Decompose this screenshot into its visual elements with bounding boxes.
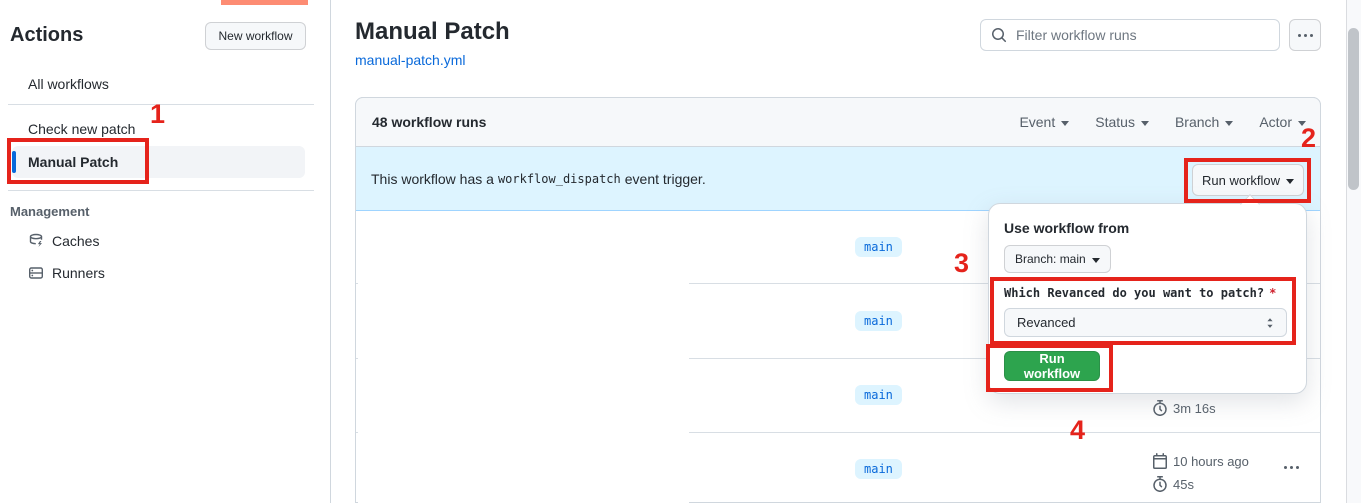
run-duration: 45s bbox=[1152, 476, 1194, 493]
filter-branch[interactable]: Branch bbox=[1175, 114, 1234, 130]
actions-tab-underline bbox=[221, 0, 308, 5]
page-title: Manual Patch bbox=[355, 18, 510, 45]
workflow-runs-count: 48 workflow runs bbox=[372, 114, 487, 130]
chevron-down-icon bbox=[1286, 178, 1295, 184]
branch-label[interactable]: main bbox=[855, 385, 902, 405]
sidebar-item-check-new-patch[interactable]: Check new patch bbox=[28, 121, 136, 137]
filter-event[interactable]: Event bbox=[1019, 114, 1070, 130]
annotation-rect-4 bbox=[986, 344, 1113, 392]
run-started-time: 10 hours ago bbox=[1152, 453, 1249, 469]
row-divider bbox=[356, 283, 1320, 284]
annotation-rect-2 bbox=[1184, 158, 1311, 203]
calendar-icon bbox=[1152, 453, 1168, 469]
sidebar-item-label: Manual Patch bbox=[28, 154, 119, 170]
annotation-step-2: 2 bbox=[1301, 123, 1317, 153]
banner-code: workflow_dispatch bbox=[497, 171, 621, 186]
run-workflow-submit-button[interactable]: Run workflow bbox=[1004, 351, 1100, 381]
divider bbox=[8, 104, 314, 105]
filter-actor[interactable]: Actor bbox=[1259, 114, 1306, 130]
selected-indicator bbox=[12, 151, 16, 173]
management-section-label: Management bbox=[10, 204, 90, 219]
filter-workflow-runs-box bbox=[980, 19, 1280, 51]
chevron-down-icon bbox=[1091, 257, 1100, 263]
banner-text: This workflow has a bbox=[371, 170, 494, 187]
sidebar: Actions New workflow All workflows Check… bbox=[0, 0, 331, 503]
workflow-file-link[interactable]: manual-patch.yml bbox=[355, 52, 466, 68]
sidebar-item-caches[interactable]: Caches bbox=[28, 233, 99, 249]
runs-filters: Event Status Branch Actor bbox=[1019, 114, 1306, 130]
workflow-options-button[interactable] bbox=[1289, 19, 1321, 51]
annotation-rect-3 bbox=[990, 277, 1296, 345]
annotation-step-4: 4 bbox=[1070, 415, 1086, 445]
chevron-down-icon bbox=[1298, 120, 1306, 126]
sidebar-title: Actions bbox=[10, 24, 84, 46]
divider bbox=[8, 190, 314, 191]
row-divider bbox=[356, 358, 1320, 359]
stopwatch-icon bbox=[1152, 400, 1168, 417]
row-divider bbox=[356, 432, 1320, 433]
search-icon bbox=[991, 27, 1007, 43]
chevron-down-icon bbox=[1061, 120, 1070, 126]
redacted-run-titles bbox=[358, 212, 689, 503]
branch-label[interactable]: main bbox=[855, 311, 902, 331]
banner-text: event trigger. bbox=[624, 170, 706, 187]
workflow-dispatch-banner: This workflow has a workflow_dispatch ev… bbox=[356, 147, 1320, 211]
branch-label[interactable]: main bbox=[855, 459, 902, 479]
scrollbar-thumb[interactable] bbox=[1348, 28, 1359, 190]
popover-title: Use workflow from bbox=[1004, 220, 1130, 236]
filter-workflow-runs-input[interactable] bbox=[1014, 26, 1269, 44]
sidebar-item-label: Runners bbox=[52, 265, 105, 281]
workflow-input-label: Which Revanced do you want to patch?* bbox=[1004, 286, 1277, 300]
kebab-horizontal-icon bbox=[1297, 33, 1313, 37]
cache-icon bbox=[28, 233, 44, 249]
revanced-select[interactable]: Revanced bbox=[1004, 308, 1287, 337]
runners-icon bbox=[28, 265, 44, 281]
chevron-down-icon bbox=[1225, 120, 1234, 126]
scrollbar-track[interactable] bbox=[1346, 0, 1361, 503]
run-duration: 3m 16s bbox=[1152, 400, 1216, 417]
branch-selector-button[interactable]: Branch: main bbox=[1004, 245, 1111, 273]
annotation-step-1: 1 bbox=[150, 99, 166, 129]
sidebar-item-manual-patch[interactable]: Manual Patch bbox=[12, 146, 305, 178]
annotation-step-3: 3 bbox=[954, 248, 970, 278]
annotation-rect-1 bbox=[7, 138, 149, 184]
sidebar-item-all-workflows[interactable]: All workflows bbox=[28, 76, 109, 92]
run-options-kebab-icon[interactable] bbox=[1284, 466, 1299, 469]
sidebar-item-label: Caches bbox=[52, 233, 100, 249]
run-workflow-dropdown-button[interactable]: Run workflow bbox=[1192, 164, 1304, 196]
required-marker: * bbox=[1269, 286, 1277, 300]
new-workflow-button[interactable]: New workflow bbox=[205, 22, 306, 50]
branch-label[interactable]: main bbox=[855, 237, 902, 257]
stopwatch-icon bbox=[1152, 476, 1168, 493]
chevron-down-icon bbox=[1140, 120, 1149, 126]
chevron-up-down-icon bbox=[1263, 316, 1277, 330]
runs-card-header: 48 workflow runs Event Status Branch Act… bbox=[355, 97, 1321, 147]
filter-status[interactable]: Status bbox=[1095, 114, 1149, 130]
sidebar-item-runners[interactable]: Runners bbox=[28, 265, 105, 281]
